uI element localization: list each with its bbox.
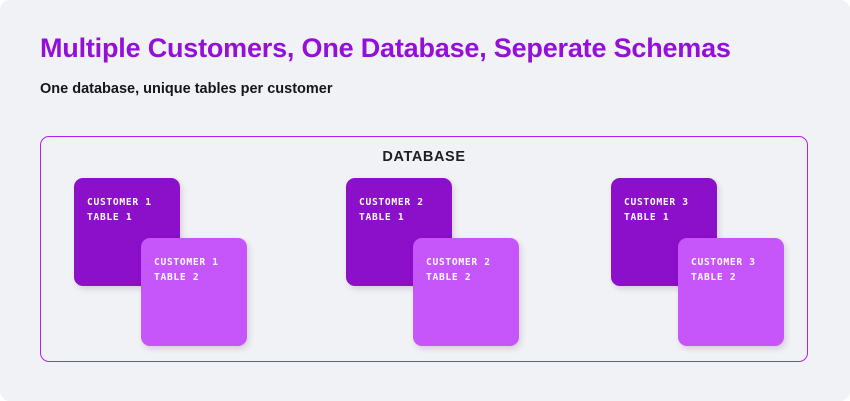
customer-3-table-2-line2: TABLE 2 [691, 272, 737, 283]
customer-1-table-1-line2: TABLE 1 [87, 212, 133, 223]
customer-1-table-2-label: CUSTOMER 1 TABLE 2 [154, 255, 219, 285]
customer-2-table-2-card[interactable]: CUSTOMER 2 TABLE 2 [413, 238, 519, 346]
customer-3-table-2-card[interactable]: CUSTOMER 3 TABLE 2 [678, 238, 784, 346]
customer-group-2: CUSTOMER 2 TABLE 1 CUSTOMER 2 TABLE 2 [346, 178, 564, 350]
customer-2-table-2-line1: CUSTOMER 2 [426, 257, 491, 268]
database-container: DATABASE CUSTOMER 1 TABLE 1 CUSTOMER 1 T… [40, 136, 808, 362]
customer-3-table-2-line1: CUSTOMER 3 [691, 257, 756, 268]
customer-2-table-1-line1: CUSTOMER 2 [359, 197, 424, 208]
customer-1-table-2-line1: CUSTOMER 1 [154, 257, 219, 268]
customer-1-table-2-card[interactable]: CUSTOMER 1 TABLE 2 [141, 238, 247, 346]
customer-2-table-1-label: CUSTOMER 2 TABLE 1 [359, 195, 424, 225]
customer-3-table-1-label: CUSTOMER 3 TABLE 1 [624, 195, 689, 225]
customer-1-table-1-label: CUSTOMER 1 TABLE 1 [87, 195, 152, 225]
customer-3-table-1-line2: TABLE 1 [624, 212, 670, 223]
customer-1-table-2-line2: TABLE 2 [154, 272, 200, 283]
database-label: DATABASE [382, 149, 466, 165]
customer-group-3: CUSTOMER 3 TABLE 1 CUSTOMER 3 TABLE 2 [611, 178, 829, 350]
customer-2-table-2-line2: TABLE 2 [426, 272, 472, 283]
customer-1-table-1-card[interactable]: CUSTOMER 1 TABLE 1 [74, 178, 180, 286]
customer-group-1: CUSTOMER 1 TABLE 1 CUSTOMER 1 TABLE 2 [74, 178, 292, 350]
page-subtitle: One database, unique tables per customer [40, 81, 333, 97]
customer-1-table-1-line1: CUSTOMER 1 [87, 197, 152, 208]
customer-3-table-2-label: CUSTOMER 3 TABLE 2 [691, 255, 756, 285]
customer-3-table-1-line1: CUSTOMER 3 [624, 197, 689, 208]
customer-2-table-1-line2: TABLE 1 [359, 212, 405, 223]
page-title: Multiple Customers, One Database, Sepera… [40, 33, 731, 63]
customer-2-table-2-label: CUSTOMER 2 TABLE 2 [426, 255, 491, 285]
